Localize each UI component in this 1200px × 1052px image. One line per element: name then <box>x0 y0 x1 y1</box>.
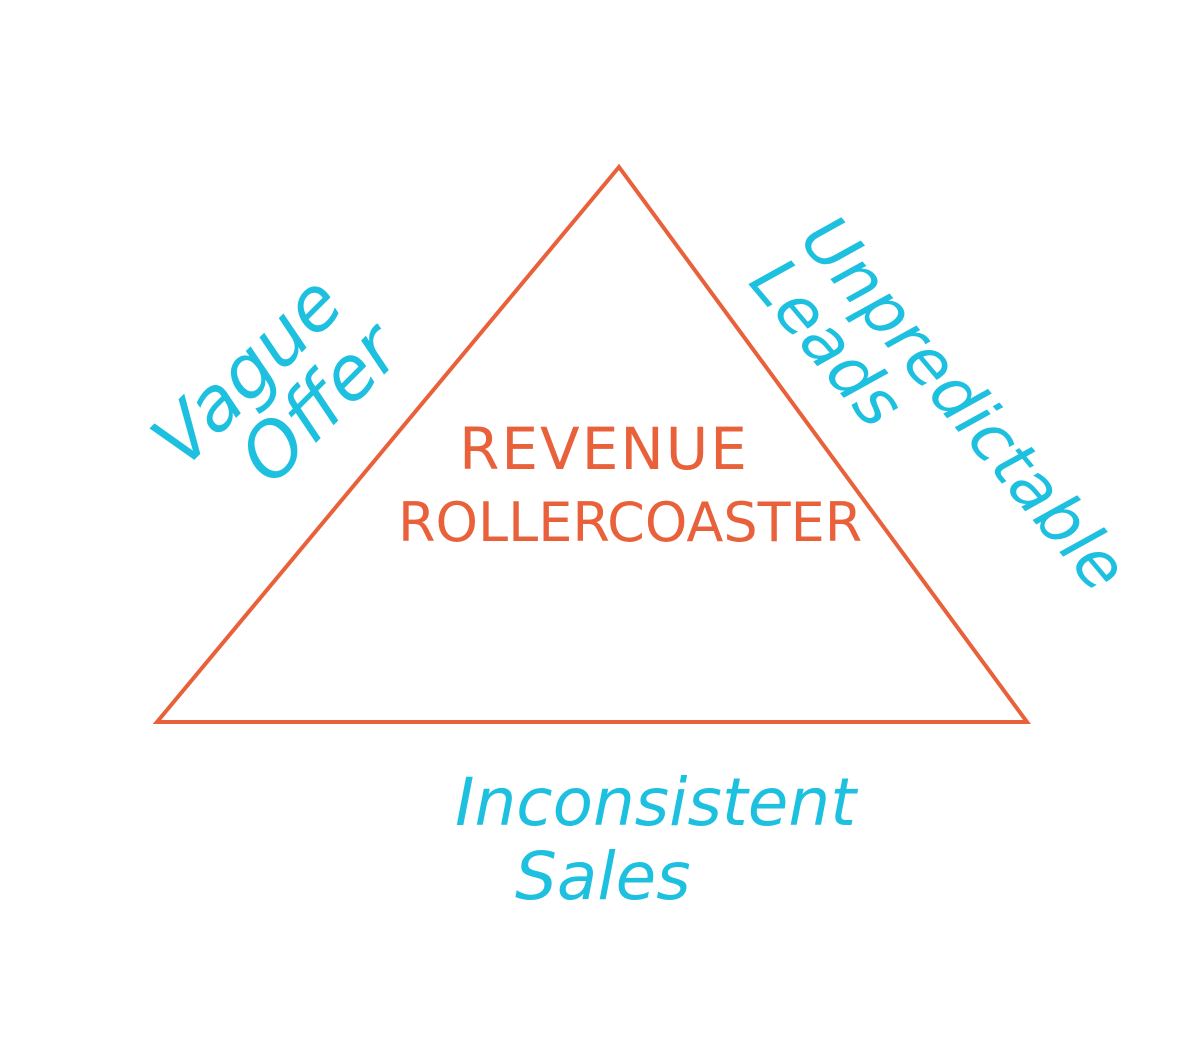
center-label-line1: REVENUE <box>459 415 749 483</box>
bottom-side-label-line1: Inconsistent <box>455 764 857 841</box>
center-label: REVENUE ROLLERCOASTER <box>398 415 863 554</box>
center-label-line2: ROLLERCOASTER <box>398 491 863 554</box>
triangle-outline <box>152 163 1031 724</box>
bottom-side-label: Inconsistent Sales <box>455 770 856 910</box>
bottom-side-label-line2: Sales <box>515 838 691 915</box>
